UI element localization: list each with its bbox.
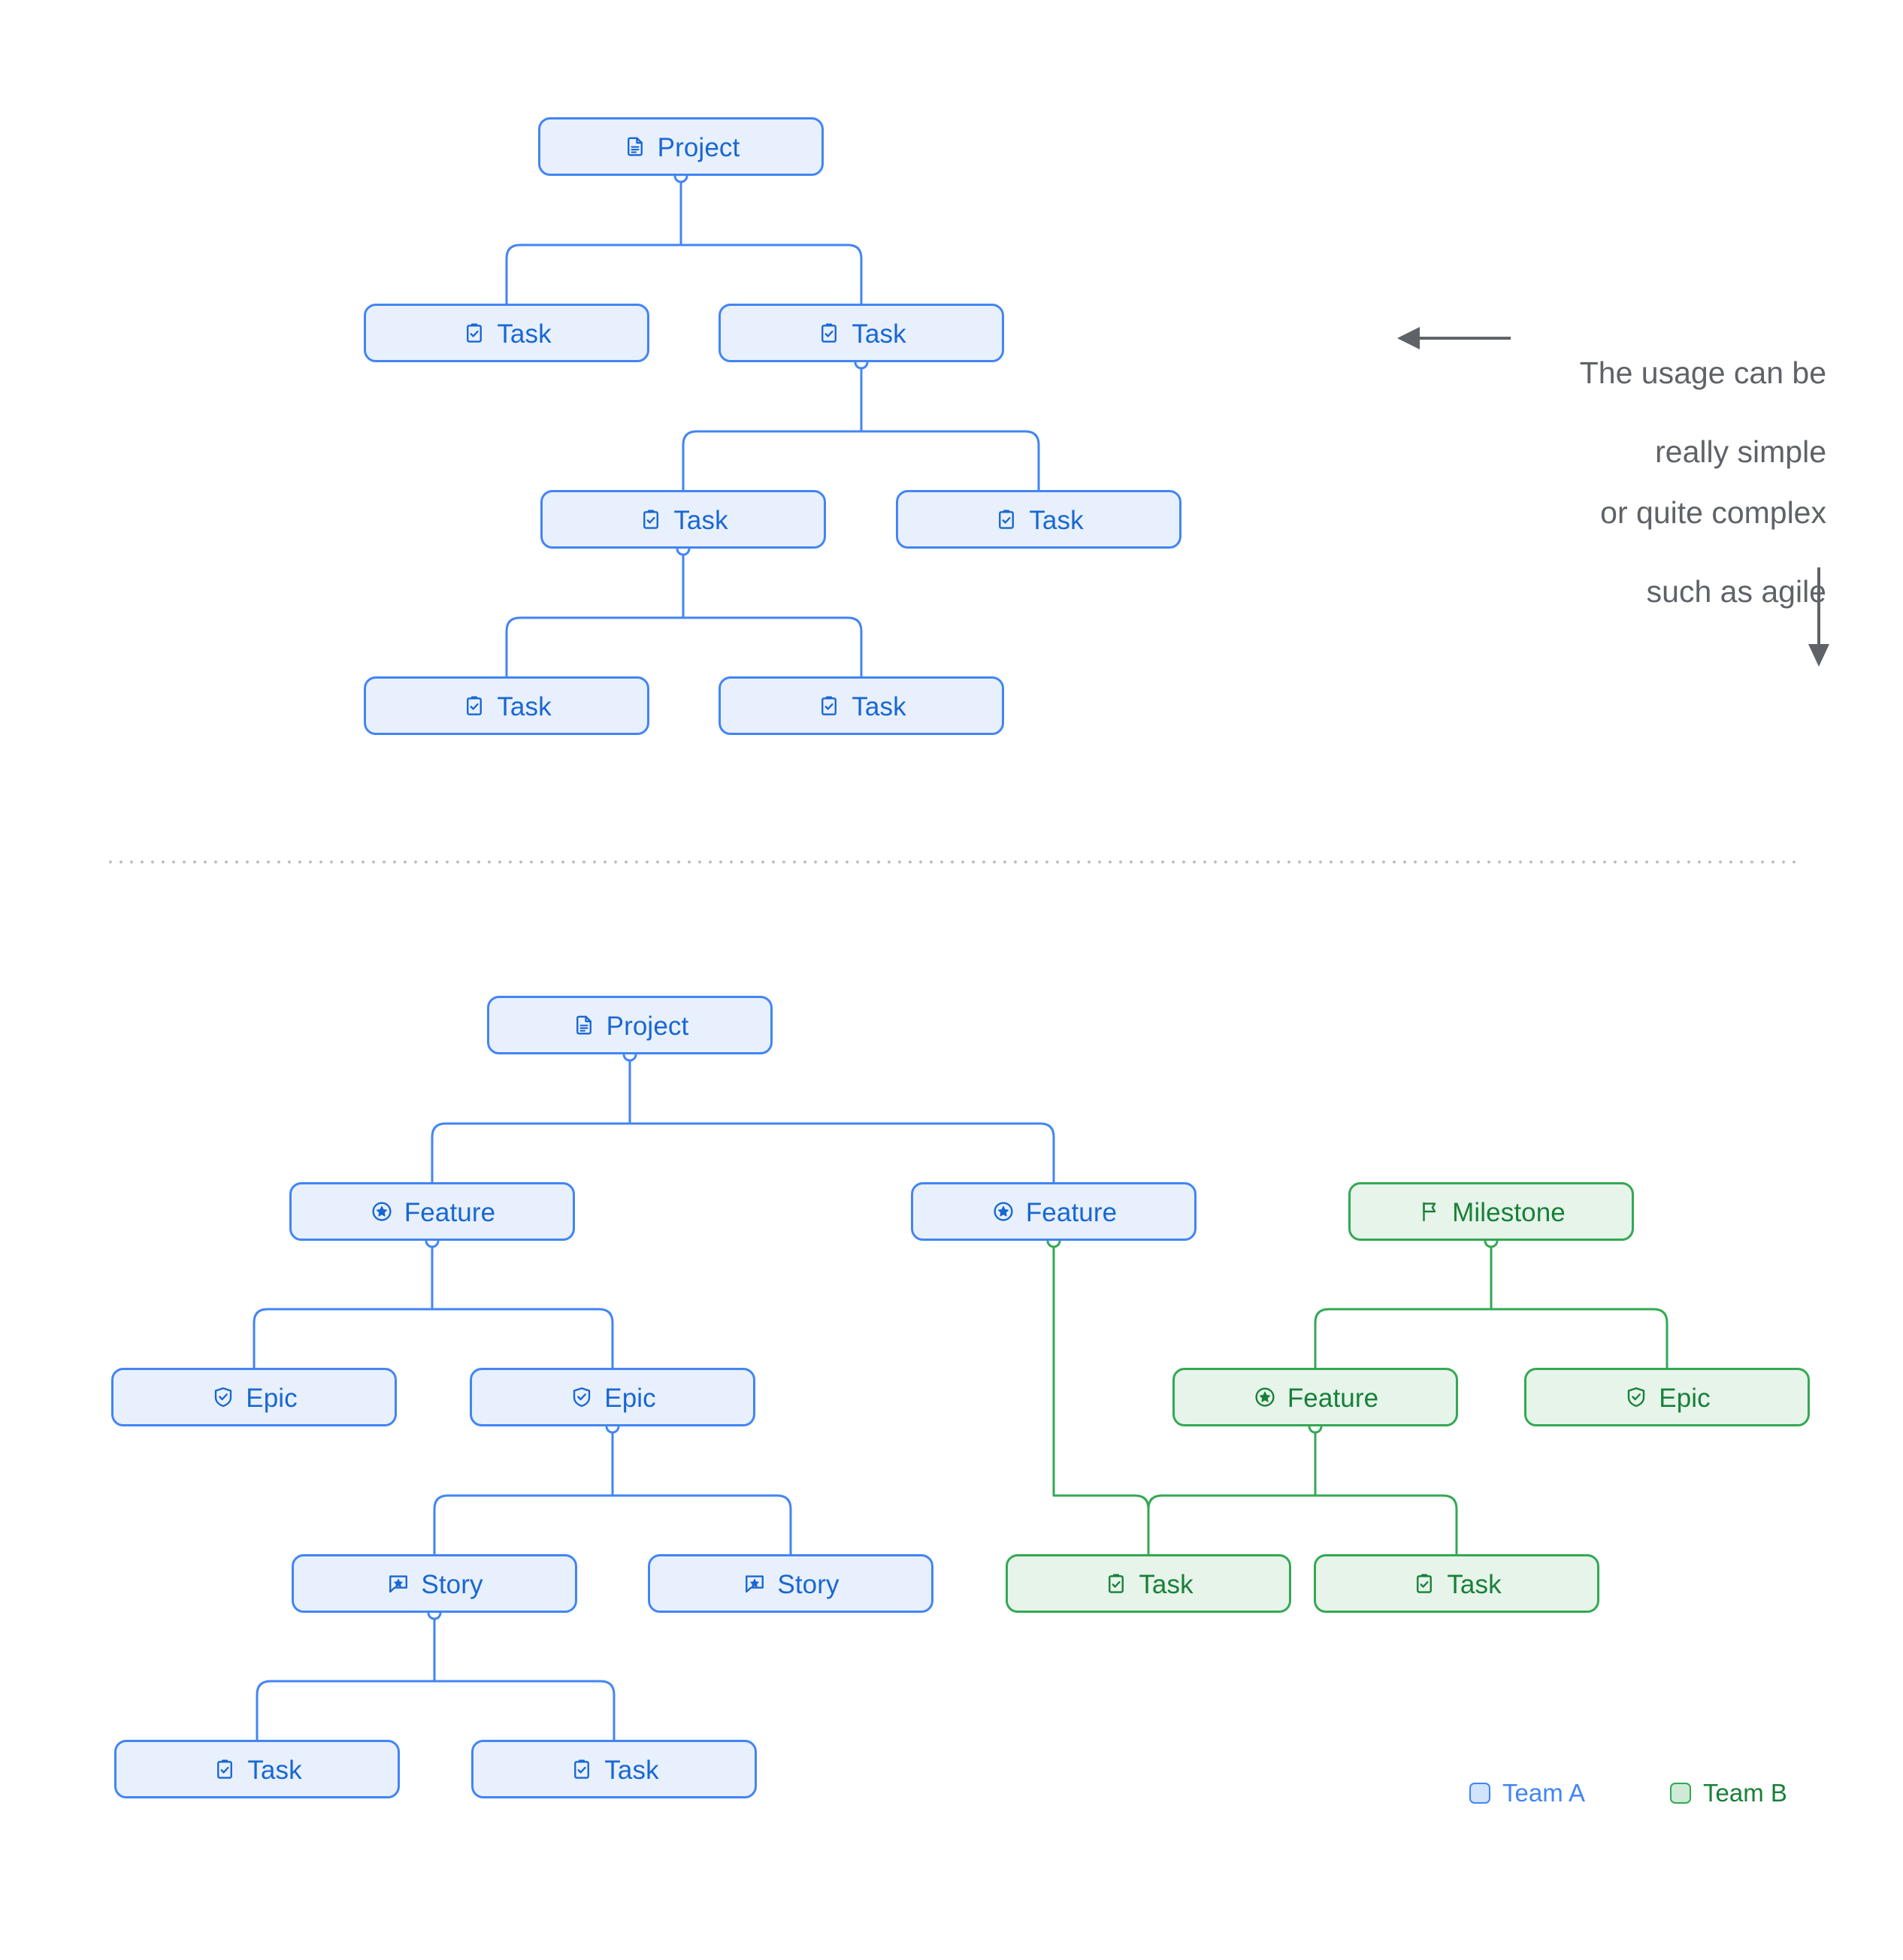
annotation-text-block-2: or quite complex such as agile xyxy=(1405,454,1826,651)
node-epic[interactable]: Epic xyxy=(470,1368,755,1426)
node-label: Task xyxy=(1139,1569,1194,1599)
annotation-text-block: The usage can be really simple xyxy=(1405,314,1826,511)
legend-item-team-b: Team B xyxy=(1670,1779,1787,1807)
node-feature[interactable]: Feature xyxy=(289,1182,575,1241)
node-label: Story xyxy=(421,1569,483,1599)
node-label: Project xyxy=(606,1011,689,1041)
legend-item-team-a: Team A xyxy=(1469,1779,1585,1807)
task-clipboard-icon xyxy=(638,507,664,532)
node-label: Task xyxy=(852,691,906,721)
node-label: Task xyxy=(852,319,906,349)
task-clipboard-icon xyxy=(994,507,1019,532)
node-epic[interactable]: Epic xyxy=(111,1368,397,1426)
legend-label-team-a: Team A xyxy=(1502,1779,1586,1807)
node-label: Feature xyxy=(1025,1197,1118,1227)
node-label: Feature xyxy=(1287,1383,1379,1413)
node-milestone[interactable]: Milestone xyxy=(1348,1182,1634,1241)
feature-star-icon xyxy=(369,1199,395,1224)
node-feature[interactable]: Feature xyxy=(1172,1368,1458,1426)
annotation-line-2: really simple xyxy=(1655,434,1826,470)
node-task[interactable]: Task xyxy=(364,676,649,735)
node-label: Milestone xyxy=(1452,1197,1566,1227)
node-story[interactable]: Story xyxy=(292,1554,577,1613)
annotation-line-3: or quite complex xyxy=(1600,495,1826,531)
feature-star-icon xyxy=(991,1199,1016,1224)
node-label: Task xyxy=(497,691,552,721)
milestone-flag-icon xyxy=(1417,1199,1442,1224)
node-task[interactable]: Task xyxy=(540,490,826,549)
node-task[interactable]: Task xyxy=(719,304,1004,362)
node-label: Task xyxy=(673,505,728,535)
node-feature[interactable]: Feature xyxy=(911,1182,1197,1241)
node-label: Task xyxy=(604,1755,659,1785)
node-label: Task xyxy=(1029,505,1084,535)
node-task[interactable]: Task xyxy=(1314,1554,1599,1613)
node-label: Task xyxy=(247,1755,302,1785)
node-label: Epic xyxy=(246,1383,298,1413)
node-task[interactable]: Task xyxy=(719,676,1004,735)
task-clipboard-icon xyxy=(212,1756,237,1782)
section-divider xyxy=(105,861,1798,864)
legend-swatch-team-a xyxy=(1469,1783,1490,1804)
story-bubble-icon xyxy=(742,1571,767,1596)
feature-star-icon xyxy=(1252,1384,1278,1410)
node-task[interactable]: Task xyxy=(471,1740,757,1798)
node-task[interactable]: Task xyxy=(114,1740,400,1798)
task-clipboard-icon xyxy=(569,1756,594,1782)
task-clipboard-icon xyxy=(816,320,842,346)
task-clipboard-icon xyxy=(461,320,487,346)
node-epic[interactable]: Epic xyxy=(1524,1368,1810,1426)
node-task[interactable]: Task xyxy=(364,304,649,362)
node-label: Feature xyxy=(404,1197,496,1227)
node-label: Task xyxy=(497,319,552,349)
epic-shield-icon xyxy=(1623,1384,1649,1410)
document-icon xyxy=(571,1012,597,1038)
node-label: Epic xyxy=(1659,1383,1711,1413)
arrow-down-icon xyxy=(1808,567,1829,667)
node-project[interactable]: Project xyxy=(538,117,824,176)
task-clipboard-icon xyxy=(1103,1571,1129,1596)
document-icon xyxy=(622,134,648,159)
node-label: Project xyxy=(657,132,740,162)
node-label: Task xyxy=(1447,1569,1502,1599)
story-bubble-icon xyxy=(386,1571,411,1596)
node-label: Epic xyxy=(604,1383,656,1413)
legend-swatch-team-b xyxy=(1670,1783,1691,1804)
epic-shield-icon xyxy=(210,1384,236,1410)
legend-label-team-b: Team B xyxy=(1703,1779,1787,1807)
node-task[interactable]: Task xyxy=(896,490,1181,549)
node-project[interactable]: Project xyxy=(487,996,773,1054)
task-clipboard-icon xyxy=(816,693,842,718)
node-story[interactable]: Story xyxy=(648,1554,933,1613)
node-label: Story xyxy=(777,1569,840,1599)
annotation-line-1: The usage can be xyxy=(1579,355,1826,391)
node-task[interactable]: Task xyxy=(1006,1554,1291,1613)
task-clipboard-icon xyxy=(461,693,487,718)
annotation-line-4: such as agile xyxy=(1646,574,1826,609)
task-clipboard-icon xyxy=(1411,1571,1437,1596)
epic-shield-icon xyxy=(569,1384,594,1410)
arrow-left-icon xyxy=(1397,327,1511,349)
